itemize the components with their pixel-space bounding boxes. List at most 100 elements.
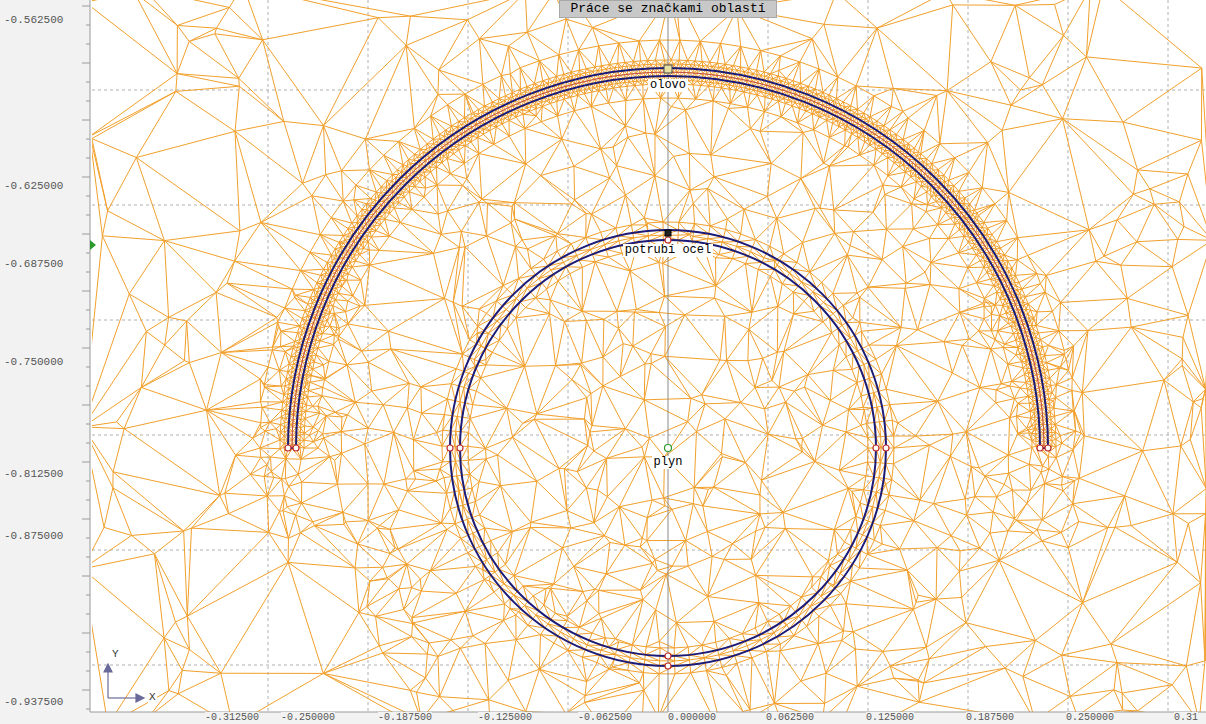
region-label: plyn [652,456,685,469]
axis-value: -0.250000 [281,712,335,723]
tick-mark [86,329,90,330]
axis-value: 0.000000 [668,712,716,723]
tick-mark [86,196,90,197]
axis-value: -0.750000 [4,356,63,368]
tick-mark [82,291,90,292]
lead-shield [288,68,1048,448]
node-point [665,653,671,659]
grid-line [568,0,569,712]
grid-line [968,0,969,712]
tick-mark [86,709,90,710]
tick-mark [86,272,90,273]
tick-mark [82,177,90,178]
region-label: potrubí ocel [623,244,713,257]
node-point [447,445,453,451]
y-axis-line [90,0,91,712]
axis-value: -0.812500 [4,468,63,480]
tick-mark [86,310,90,311]
axis-value: -0.312500 [205,712,259,723]
region-label: olovo [648,79,688,92]
node-point [285,445,291,451]
window-title: Práce se značkami oblastí [559,0,776,18]
axis-value: -0.062500 [578,712,632,723]
axis-name: X [148,691,157,703]
region-marker [665,445,672,452]
tick-mark [86,481,90,482]
tick-mark [82,348,90,349]
tick-mark [86,443,90,444]
x-axis-panel [90,712,1206,724]
node-point [1037,445,1043,451]
node-point [665,663,671,669]
tick-mark [86,82,90,83]
arrow-head [136,694,144,702]
tick-mark [86,215,90,216]
axis-value: 0.187500 [966,712,1014,723]
tick-mark [86,671,90,672]
tick-mark [82,633,90,634]
tick-mark [86,557,90,558]
axis-value: 0.125000 [866,712,914,723]
axis-value: 0.31 [1174,712,1198,723]
tick-mark [86,25,90,26]
grid-line [92,550,1206,551]
pipe-outer-wall [450,230,886,666]
tick-mark [86,367,90,368]
node-point [665,237,671,243]
axis-value: -0.687500 [4,258,63,270]
tick-mark [82,120,90,121]
grid-line [92,320,1206,321]
node-point [457,445,463,451]
tick-mark [86,538,90,539]
node-point [883,445,889,451]
tick-mark [86,614,90,615]
node-point [293,445,299,451]
arrow-head [104,664,112,672]
axis-value: 0.062500 [766,712,814,723]
lead-midline [292,72,1044,448]
tick-mark [86,44,90,45]
tick-mark [86,101,90,102]
tick-mark [82,462,90,463]
axis-value: 0.250000 [1066,712,1114,723]
tick-mark [86,386,90,387]
tick-mark [82,6,90,7]
axis-name: Y [111,648,120,660]
y-axis-panel [0,0,90,724]
axis-value: -0.875000 [4,530,63,542]
region-marker [665,230,671,236]
axis-value: -0.937500 [4,696,63,708]
tick-mark [86,424,90,425]
pipe-inner-wall [460,240,876,656]
axis-icon [104,664,144,702]
geometry [288,68,1048,666]
axis-value: -0.625000 [4,180,63,192]
tick-mark [82,234,90,235]
node-point [1045,445,1051,451]
mesh-nodes [285,237,1051,669]
axis-value: -0.125000 [478,712,532,723]
region-marker [664,65,672,73]
axis-value: -0.562500 [4,14,63,26]
tick-mark [86,595,90,596]
cursor-marker [90,240,96,250]
mesh-edges [92,0,1206,712]
tick-mark [82,690,90,691]
tick-mark [82,519,90,520]
tick-mark [82,405,90,406]
triangle-mesh [92,0,1206,712]
tick-mark [86,652,90,653]
axis-value: -0.187500 [378,712,432,723]
axis-arrow [108,697,140,698]
node-point [873,445,879,451]
grid-line [92,205,1206,206]
tick-mark [82,63,90,64]
symmetry-line [668,0,669,712]
y-ticks [82,6,90,709]
tick-mark [86,253,90,254]
tick-mark [86,500,90,501]
tick-mark [86,158,90,159]
tick-mark [82,576,90,577]
